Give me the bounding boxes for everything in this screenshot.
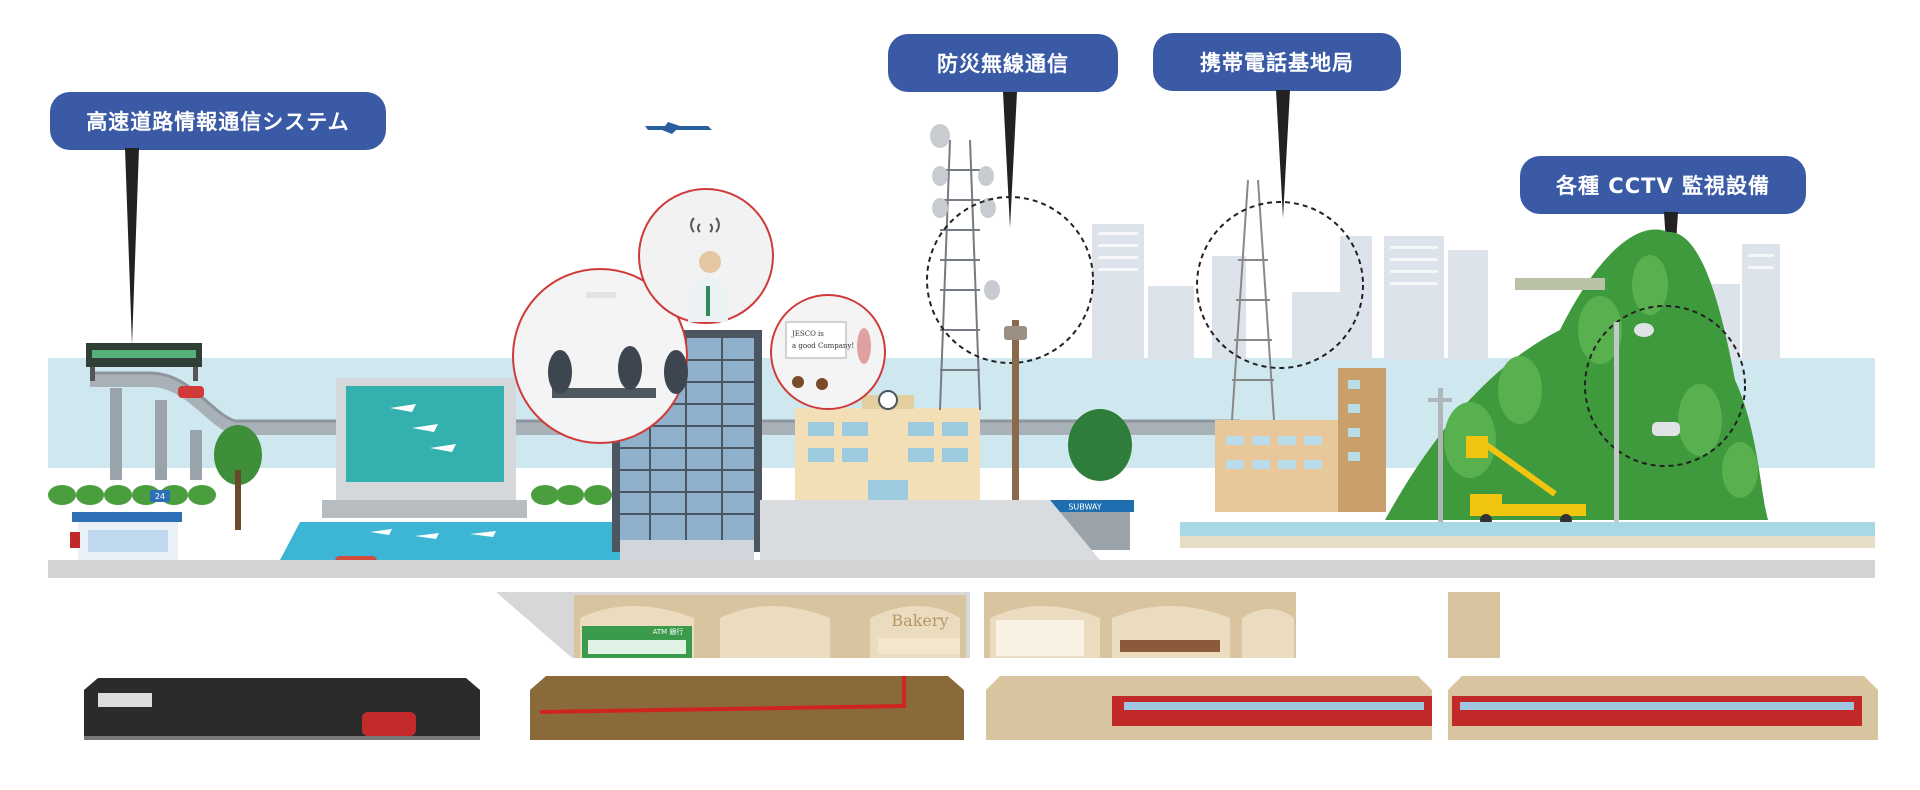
convenience-store: 24 [70,490,182,560]
utility-tunnel [530,676,964,740]
dome-camera-icon [1634,323,1680,436]
mobile-base-highlight [1196,201,1364,369]
callout-highway-info: 高速道路情報通信システム [50,92,386,150]
skyline-windows [1098,232,1774,285]
bakery-sign: Bakery [891,611,948,630]
mobile-base-tower [1231,179,1275,421]
speaker-icon [1004,326,1027,340]
callout-cctv-monitoring: 各種 CCTV 監視設備 [1520,156,1806,214]
canal [1180,522,1875,536]
restaurant-counter [1120,640,1220,652]
convenience-24-sign: 24 [155,492,165,501]
phone-call-inset [638,188,774,324]
disaster-radio-tower [939,139,981,411]
outdoor-big-screen [322,378,527,518]
utility-poles [1428,388,1452,528]
road-tunnel [84,678,480,740]
clock-icon [882,394,894,406]
subway-tree [1068,409,1132,481]
radio-dish-antennas [930,124,1000,300]
meeting-room-inset [512,268,688,444]
callout-mobile-base-station: 携帯電話基地局 [1153,33,1401,91]
water-channel [280,522,660,560]
whiteboard-line-2: a good Company! [792,342,854,350]
sidewalk [1180,536,1875,548]
bakery-shop: Bakery [878,611,960,654]
atm-bank-sign: ATM 銀行 [653,627,684,636]
office-tower-base [620,540,754,562]
subway-tunnel-1 [986,676,1432,740]
subway-sign: SUBWAY [1068,503,1101,512]
callout-disaster-radio: 防災無線通信 [888,34,1118,92]
speaker-pole [1012,320,1019,510]
cctv-pole [1614,322,1619,537]
apartment-windows [1226,380,1360,469]
highway-car [178,386,204,398]
boats [370,529,496,539]
plaza [760,500,1100,560]
presentation-inset: JESCO is a good Company! [770,294,886,410]
school-windows [808,422,968,462]
cctv-highlight [1584,305,1746,467]
airplane-icon [645,122,712,134]
whiteboard-line-1: JESCO is [791,330,824,338]
disaster-radio-highlight [926,196,1094,364]
main-street [48,560,1875,578]
callout-pointers [125,90,1678,345]
highway-gantry-sign [86,343,202,381]
atm-bank-shop: ATM 銀行 [582,626,692,658]
train-windows [1124,702,1854,710]
park-tree [214,425,262,485]
hilltop-building [1515,278,1605,290]
roadside-trees [48,485,612,505]
wifi-signal-icon [690,217,720,233]
park-tree-trunk [235,470,241,530]
convenience-shelves [996,620,1084,656]
